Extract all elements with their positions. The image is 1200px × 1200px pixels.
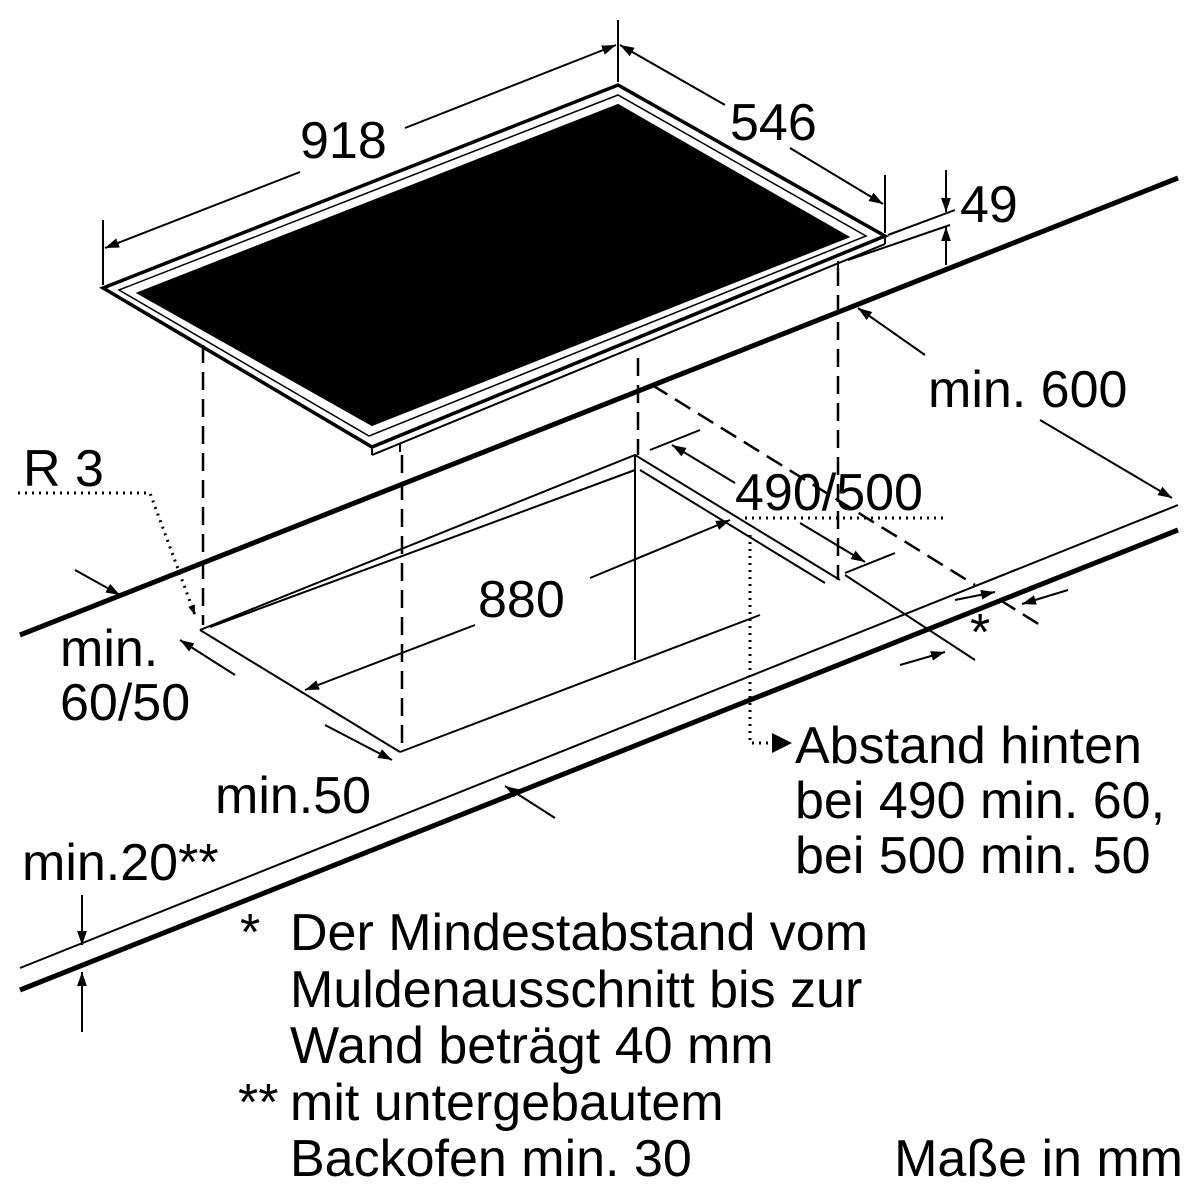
dimension-lines — [74, 20, 1173, 1032]
footnote-star-line-1: Der Mindestabstand vom — [290, 904, 868, 962]
dim-918: 918 — [300, 112, 387, 170]
hob — [99, 83, 889, 456]
footnote-double-star-marker: ** — [238, 1074, 278, 1132]
back-distance-note: Abstand hinten bei 490 min. 60, bei 500 … — [795, 717, 1165, 885]
footnote-double-star-line-2: Backofen min. 30 — [290, 1130, 692, 1188]
dim-490-500: 490/500 — [735, 464, 923, 522]
note-line-2: bei 490 min. 60, — [795, 772, 1165, 830]
footnote-star-marker: * — [240, 904, 260, 962]
note-line-1: Abstand hinten — [795, 717, 1142, 775]
dim-asterisk: * — [970, 604, 990, 662]
dim-min-600: min. 600 — [928, 361, 1127, 419]
note-line-3: bei 500 min. 50 — [795, 827, 1151, 885]
cutout — [199, 453, 841, 753]
projection-lines — [201, 268, 1041, 752]
footnote-star-line-2: Muldenausschnitt bis zur — [290, 961, 862, 1019]
worktop — [19, 175, 1179, 993]
footnote-star-line-3: Wand beträgt 40 mm — [290, 1017, 774, 1075]
dim-60-50: 60/50 — [60, 674, 190, 732]
dim-min-20: min.20** — [22, 834, 219, 892]
units-label: Maße in mm — [894, 1130, 1183, 1188]
dim-r3: R 3 — [23, 440, 104, 498]
dim-546: 546 — [730, 94, 817, 152]
dim-880: 880 — [478, 571, 565, 629]
leader-lines — [18, 491, 945, 753]
dimension-labels: 918 546 49 min. 600 490/500 880 R 3 min.… — [22, 94, 1127, 892]
dim-49: 49 — [960, 176, 1018, 234]
dim-min-label: min. — [60, 620, 158, 678]
footnote-double-star-line-1: mit untergebautem — [290, 1074, 724, 1132]
dim-min-50: min.50 — [215, 767, 371, 825]
footnotes: * Der Mindestabstand vom Muldenausschnit… — [238, 904, 868, 1188]
